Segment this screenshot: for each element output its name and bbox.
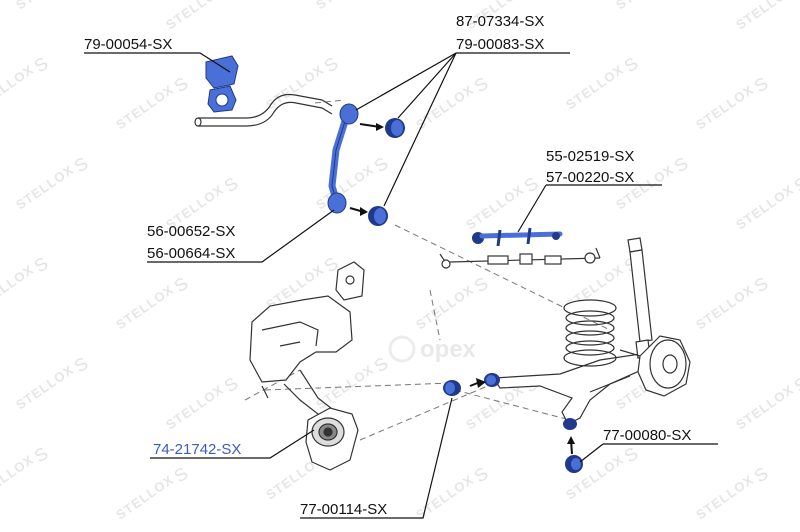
trailing-arm-mount-shape — [305, 407, 359, 471]
leader-lines — [84, 52, 718, 519]
watermark-text: STELLOX — [313, 362, 376, 413]
coil-spring — [563, 299, 617, 367]
watermark-text: STELLOX — [163, 0, 226, 32]
wheel-hub — [619, 335, 691, 397]
small-bracket-shape — [335, 261, 365, 301]
watermark-text: STELLOX — [613, 0, 676, 12]
guide-lines — [244, 99, 611, 441]
watermark-text: STELLOX — [463, 182, 526, 233]
watermark-text: STELLOX — [13, 362, 76, 413]
adjust-arm-shape — [472, 227, 563, 247]
watermark-text: STELLOX — [13, 0, 76, 12]
watermark-text: STELLOX — [563, 62, 626, 113]
label-link-bushing-b: 79-00083-SX — [456, 36, 544, 53]
watermark-text: STELLOX — [313, 0, 376, 12]
label-stabilizer-link-a: 56-00652-SX — [147, 223, 235, 240]
watermark-text: STELLOX — [693, 472, 756, 523]
shock-absorber — [627, 237, 653, 359]
watermark-text: STELLOX — [0, 452, 37, 503]
label-stabilizer-link-b: 56-00664-SX — [147, 245, 235, 262]
watermark-text: STELLOX — [733, 0, 796, 32]
tie-rod-shape — [439, 247, 601, 269]
label-link-bushing-a: 87-07334-SX — [456, 13, 544, 30]
watermark-text: STELLOX — [13, 162, 76, 213]
link-bushing-shapes — [349, 118, 405, 226]
center-logo-text: oрех — [420, 336, 476, 363]
watermark-text: STELLOX — [733, 182, 796, 233]
watermark-mark: S — [790, 173, 800, 196]
label-trailing-arm-mount: 74-21742-SX — [153, 441, 241, 458]
stabilizer-link-shape — [327, 103, 359, 214]
center-logo: oрех — [388, 335, 476, 363]
lower-control-arm — [492, 353, 647, 425]
watermark-text: STELLOX — [413, 472, 476, 523]
arm-bushing-shapes — [443, 373, 583, 473]
sway-bar-bushing-shape — [205, 55, 239, 113]
watermark-text: STELLOX — [113, 82, 176, 133]
watermark-text: STELLOX — [693, 282, 756, 333]
label-sway-bar-bushing: 79-00054-SX — [84, 36, 172, 53]
watermark-text: STELLOX — [693, 82, 756, 133]
watermark-text: STELLOX — [263, 62, 326, 113]
part-labels: 79-00054-SX 87-07334-SX 79-00083-SX 55-0… — [84, 13, 691, 518]
watermark-text: STELLOX — [113, 282, 176, 333]
watermark-text: STELLOX — [463, 382, 526, 433]
watermark-text: STELLOX — [733, 382, 796, 433]
watermark-text: STELLOX — [0, 62, 37, 113]
watermark-text: STELLOX — [163, 382, 226, 433]
label-adjust-arm-b: 57-00220-SX — [546, 169, 634, 186]
watermark-mark: S — [790, 373, 800, 396]
watermark-text: STELLOX — [113, 472, 176, 523]
label-adjust-arm-a: 55-02519-SX — [546, 148, 634, 165]
watermark-text: STELLOX — [413, 282, 476, 333]
label-arm-bushing-bottom: 77-00114-SX — [300, 501, 387, 518]
watermark-text: STELLOX — [0, 262, 37, 313]
label-arm-bushing-right: 77-00080-SX — [603, 427, 691, 444]
stabilizer-bar — [194, 93, 333, 127]
